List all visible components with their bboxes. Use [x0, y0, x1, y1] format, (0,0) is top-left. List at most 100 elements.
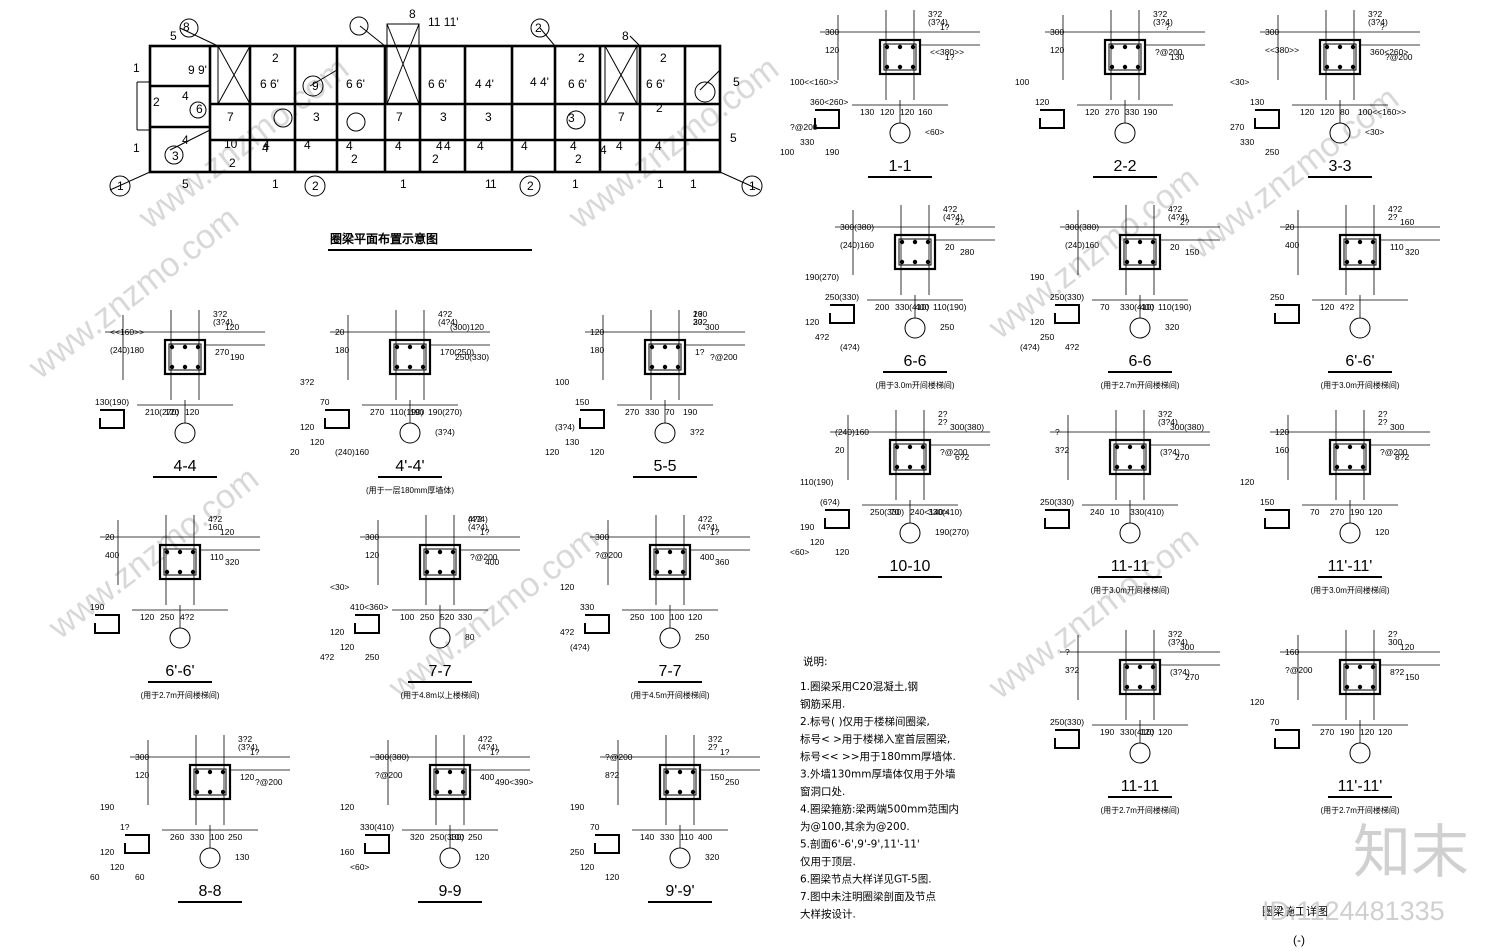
notes-line: 仅用于顶层. — [800, 856, 856, 868]
dim-label: 130 — [235, 852, 249, 862]
plan-label: 2 — [351, 152, 358, 166]
section-title: 4-4 — [173, 458, 196, 475]
section-title: 7-7 — [658, 663, 681, 680]
rebar — [1122, 64, 1128, 70]
dim-label: 320 — [410, 832, 424, 842]
axis-circle — [654, 422, 676, 444]
hook-sketch — [584, 614, 610, 634]
plan-label: 4 4' — [475, 77, 494, 91]
rebar — [1137, 684, 1143, 690]
section-title: 10-10 — [890, 558, 931, 575]
plan-label: 1 — [690, 177, 697, 191]
rebar — [899, 259, 905, 265]
dim-label: ? — [1165, 22, 1170, 32]
dim-label: (3?4) — [213, 317, 233, 327]
dim-label: 3?2 — [690, 427, 704, 437]
watermark-site-1: www.znzmo.com — [21, 199, 246, 387]
dim-label: ? — [1055, 427, 1060, 437]
dim-label: 4?2 — [468, 514, 482, 524]
rebar — [1337, 44, 1343, 50]
rebar — [1124, 684, 1130, 690]
dim-label: 190 — [825, 147, 839, 157]
plan-label: 4 — [262, 141, 269, 155]
dim-label: 3?2 — [928, 9, 942, 19]
plan-label: 6 6' — [346, 77, 365, 91]
dim-label: <60> — [790, 547, 809, 557]
dim-label: <60> — [350, 862, 369, 872]
dim-label: (6?4) — [820, 497, 840, 507]
stirrup — [393, 343, 427, 371]
rebar — [207, 789, 213, 795]
dim-label: 20 — [290, 447, 300, 457]
dim-label: 60 — [135, 872, 145, 882]
dim-label: 1? — [720, 747, 730, 757]
dim-label: 4?2 — [478, 734, 492, 744]
beam-outline — [1338, 233, 1382, 271]
rebar — [1360, 464, 1366, 470]
dim-label: (4?4) — [468, 514, 488, 524]
plan-label: 6 6' — [428, 77, 447, 91]
axis-circle — [1349, 742, 1371, 764]
hook-sketch — [814, 109, 840, 129]
notes-line: 标号<< >>用于180mm厚墙体. — [800, 750, 956, 763]
section-note: (用于4.5m开间楼梯间) — [630, 690, 709, 700]
dim-label: 190 — [410, 407, 424, 417]
rebar — [1334, 444, 1340, 450]
dim-label: 270 — [1185, 672, 1199, 682]
rebar — [194, 769, 200, 775]
dim-label: 320 — [1165, 322, 1179, 332]
axis-circle — [904, 317, 926, 339]
rebar — [1135, 64, 1141, 70]
dim-label: 210(270) — [145, 407, 179, 417]
plan-label: 4 — [436, 139, 443, 153]
dim-label: 190 — [683, 407, 697, 417]
dim-label: 250 — [570, 847, 584, 857]
dim-label: 260 — [170, 832, 184, 842]
rebar — [894, 444, 900, 450]
beam-outline — [1103, 38, 1147, 76]
hook-sketch — [1274, 729, 1300, 749]
dim-label: 70 — [1100, 302, 1110, 312]
rebar — [884, 64, 890, 70]
dim-label: 6?2 — [955, 452, 969, 462]
section-title: 6-6 — [1128, 353, 1151, 370]
rebar — [434, 769, 440, 775]
dim-label: 270 — [370, 407, 384, 417]
dim-label: 180 — [335, 345, 349, 355]
dim-label: 190 — [230, 352, 244, 362]
dim-label: 190 — [1100, 727, 1114, 737]
dim-label: 2? — [1378, 409, 1388, 419]
plan-label: 4 — [444, 139, 451, 153]
dim-label: 120 — [135, 770, 149, 780]
dim-label: 120 — [805, 317, 819, 327]
dim-label: 20 — [335, 327, 345, 337]
dim-label: 70 — [1310, 507, 1320, 517]
dim-label: 300 — [1390, 422, 1404, 432]
dim-label: 160 — [693, 309, 707, 319]
dim-label: 3?2 — [1153, 9, 1167, 19]
dim-label: 120 — [1300, 107, 1314, 117]
dim-label: 2? — [938, 417, 948, 427]
rebar — [437, 569, 443, 575]
dim-label: 330 — [660, 832, 674, 842]
dim-label: 130 — [860, 107, 874, 117]
beam-outline — [418, 543, 462, 581]
dim-label: 300(380) — [840, 222, 874, 232]
dim-label: 400 — [480, 772, 494, 782]
dim-label: 120 — [1085, 107, 1099, 117]
rebar — [220, 769, 226, 775]
section-note: (用于一层180mm厚墙体) — [366, 485, 454, 495]
plan-label: 2 — [312, 179, 319, 193]
hook-sketch — [364, 834, 390, 854]
dim-label: 120 — [688, 612, 702, 622]
dim-label: 120 — [1320, 302, 1334, 312]
dim-label: 4?2 — [1168, 204, 1182, 214]
plan-label: 6 6' — [646, 77, 665, 91]
rebar — [1370, 684, 1376, 690]
dim-label: 120 — [1140, 727, 1154, 737]
dim-label: 100 — [1015, 77, 1029, 87]
dim-label: 2? — [1180, 217, 1190, 227]
